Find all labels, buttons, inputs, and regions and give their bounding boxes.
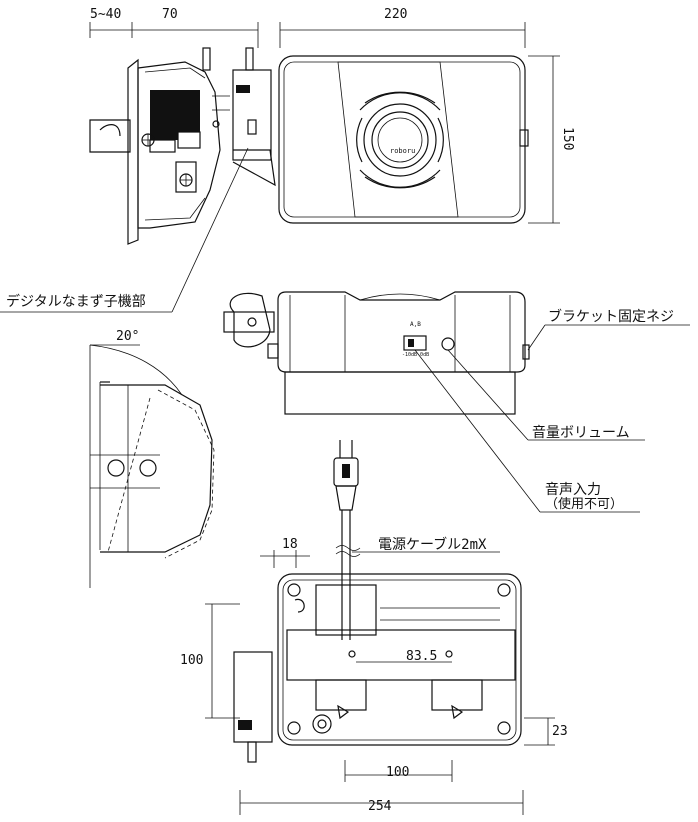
tilt-side-view [89, 344, 215, 588]
top-dimension-lines [89, 22, 560, 224]
top-view-speaker [278, 55, 529, 224]
bracket-screw-leader [527, 324, 546, 351]
dim-total-width: 254 [368, 799, 392, 814]
dim-hole-spacing: 83.5 [406, 649, 438, 664]
callout-power-cable: 電源ケーブル2mX [378, 537, 487, 553]
dim-bottom-offset: 18 [282, 537, 298, 552]
callout-audio-input: 音声入力 [545, 482, 601, 498]
callout-child-unit: デジタルなまず子機部 [6, 294, 146, 310]
dim-right-offset: 23 [552, 724, 568, 739]
callout-bracket-screw: ブラケット固定ネジ [548, 309, 674, 325]
speaker-logo: roboru [390, 147, 416, 155]
panel-ab-label: A,B [410, 321, 421, 328]
child-unit-leader [171, 147, 249, 313]
dim-depth-label: 70 [162, 7, 178, 22]
dim-gap-label: 5~40 [90, 7, 122, 22]
front-view-speaker [223, 291, 530, 415]
dim-height-label: 150 [560, 127, 575, 151]
power-cable [333, 440, 361, 640]
side-view-mount [89, 47, 276, 245]
dim-tilt-angle: 20° [116, 329, 140, 344]
callout-audio-input-note: （使用不可） [545, 497, 624, 512]
panel-level-label: -10dB 0dB [402, 352, 430, 358]
volume-leader [447, 349, 529, 441]
dim-bottom-height: 100 [180, 653, 204, 668]
dim-inner-width: 100 [386, 765, 410, 780]
bottom-view [205, 550, 555, 815]
callout-volume: 音量ボリューム [532, 425, 630, 441]
audio-input-leader [414, 349, 541, 513]
dim-width-label: 220 [384, 7, 408, 22]
